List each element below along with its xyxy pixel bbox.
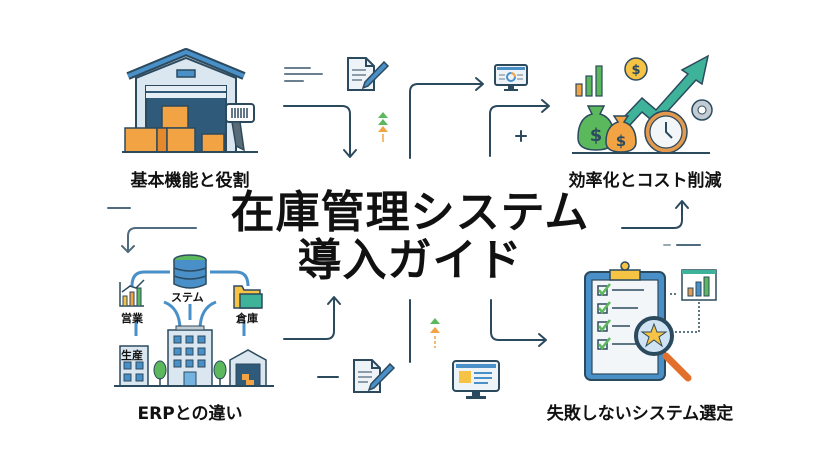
warehouse-icon (122, 48, 258, 153)
checklist-magnifier-icon (584, 261, 717, 382)
document-pen-icon-bottom (353, 359, 396, 393)
section-label-efficiency: 効率化とコスト削減 (568, 171, 722, 191)
erp-network-icon (114, 254, 274, 387)
section-label-selection: 失敗しないシステム選定 (546, 404, 734, 424)
section-label-basics: 基本機能と役割 (130, 171, 250, 191)
svg-text:$: $ (616, 132, 626, 150)
erp-left-label: 営業 (121, 312, 143, 325)
section-label-erp: ERPとの違い (137, 404, 243, 424)
document-pen-icon (347, 57, 390, 91)
monitor-chart-icon (494, 64, 528, 91)
monitor-layout-icon (452, 360, 500, 399)
svg-text:$: $ (590, 125, 603, 146)
erp-right-label: 倉庫 (236, 312, 258, 325)
svg-text:$: $ (631, 63, 640, 78)
page-title-line1: 在庫管理システム (230, 187, 590, 238)
growth-money-icon: $ $ $ (572, 54, 713, 154)
erp-bottom-left-label: 生産 (121, 349, 143, 362)
erp-center-label: ステム (171, 291, 204, 304)
page-title-line2: 導入ガイド (297, 235, 523, 286)
